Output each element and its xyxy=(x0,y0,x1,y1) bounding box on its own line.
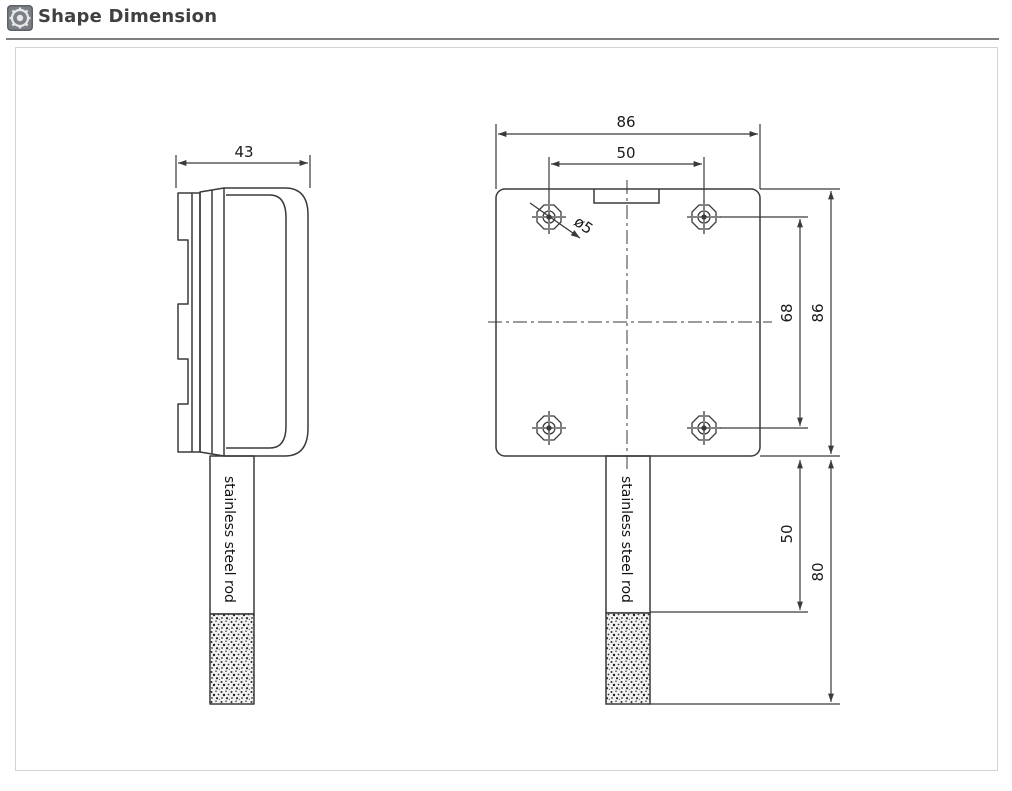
side-view-mounting-plate xyxy=(177,192,201,453)
rod-length-label: 50 xyxy=(778,524,796,543)
side-view xyxy=(177,187,309,705)
front-view-height-label: 86 xyxy=(809,303,827,322)
front-view-horizontal-dimensions xyxy=(495,124,761,200)
front-view-center-lines xyxy=(488,180,772,470)
side-view-rod-label: stainless steel rod xyxy=(221,476,237,603)
mounting-hole-bottom-right xyxy=(687,411,721,445)
front-view xyxy=(495,188,761,705)
drawing-frame xyxy=(15,47,998,771)
mounting-hole-bottom-left xyxy=(532,411,566,445)
side-view-width-dimension xyxy=(175,155,311,188)
hole-vertical-spacing-label: 68 xyxy=(778,303,796,322)
page-title: Shape Dimension xyxy=(38,6,218,27)
header: Shape Dimension xyxy=(6,4,999,40)
front-view-sinter-filter xyxy=(605,612,651,705)
hole-spacing-label: 50 xyxy=(616,144,635,162)
mounting-hole-top-right xyxy=(687,200,721,234)
front-view-vertical-dimensions xyxy=(650,188,840,705)
side-view-sinter-filter xyxy=(209,613,255,705)
front-view-mounting-holes xyxy=(529,200,721,445)
side-view-width-label: 43 xyxy=(234,143,253,161)
front-view-rod-label: stainless steel rod xyxy=(618,476,634,603)
probe-length-label: 80 xyxy=(809,562,827,581)
side-view-housing-cover xyxy=(224,187,309,457)
front-view-top-tab xyxy=(593,189,660,204)
gear-dimension-icon xyxy=(7,5,33,31)
front-view-width-label: 86 xyxy=(616,113,635,131)
